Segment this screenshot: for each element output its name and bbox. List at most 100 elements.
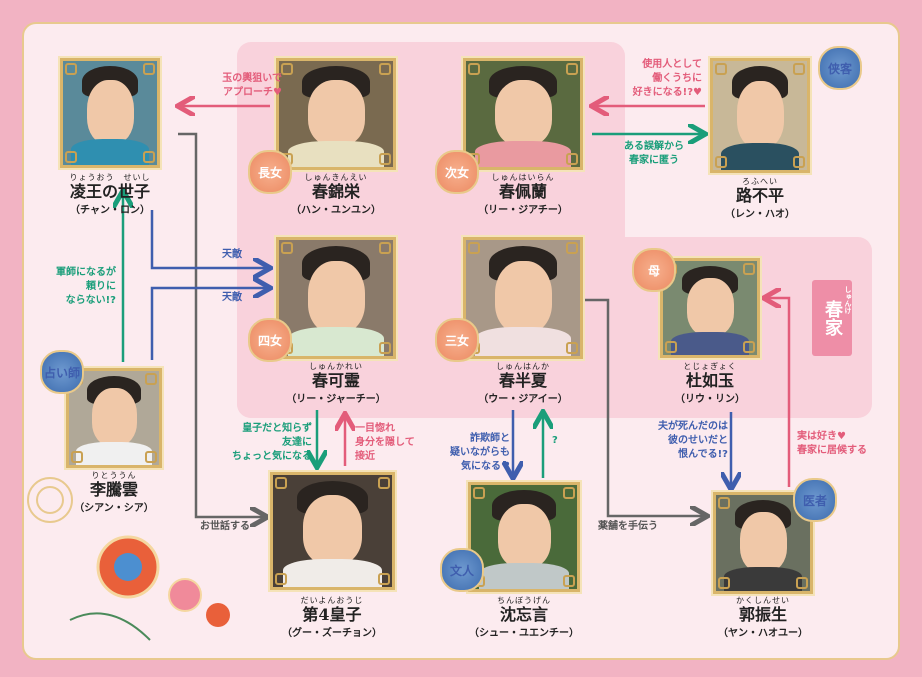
actor-name: （シアン・シア）: [74, 503, 154, 514]
face-shape: [739, 512, 787, 572]
clothing-shape: [670, 331, 750, 355]
name-block-karei: しゅんかれい 春可霊 （リー・ジャーチー）: [266, 361, 406, 405]
relation-label: 使用人として 働くうちに 好きになる!?♥: [632, 59, 702, 98]
photo-rofuhei: [710, 58, 810, 173]
corner-knot-icon: [281, 63, 293, 75]
relation-label: 天敵: [222, 249, 242, 260]
role-badge-hairan: 次女: [435, 150, 479, 194]
name-ruby: だいよんおうじ: [300, 596, 364, 605]
relation-label: 薬舗を手伝う: [598, 521, 658, 532]
face-shape: [494, 260, 552, 333]
actor-name: （リウ・リン）: [675, 394, 745, 405]
photo-kinei: [276, 58, 396, 170]
corner-knot-icon: [71, 451, 83, 463]
arrow-hanka-to-kakushinsei: [584, 298, 705, 516]
clothing-shape: [288, 140, 384, 167]
photo-hanka: [463, 237, 583, 359]
clothing-shape: [475, 140, 571, 167]
photo-ryouou: [60, 58, 160, 168]
family-label: 春家 しゅんけ: [812, 280, 853, 356]
corner-knot-icon: [563, 487, 575, 499]
corner-knot-icon: [793, 63, 805, 75]
name-ruby: ちんぼうげん: [497, 596, 551, 605]
corner-knot-icon: [65, 151, 77, 163]
clothing-shape: [288, 327, 384, 356]
name-ruby: しゅんはいらん: [491, 173, 555, 182]
actor-name: （ヤン・ハオユー）: [718, 628, 808, 639]
corner-knot-icon: [468, 242, 480, 254]
relation-label: 玉の輿狙いで アプローチ♥: [222, 73, 282, 98]
character-name: 第4皇子: [302, 605, 362, 624]
face-shape: [736, 80, 784, 149]
photo-tojogyoku: [660, 258, 760, 358]
name-ruby: とじょぎょく: [683, 362, 737, 371]
actor-name: （グー・ズーチョン）: [282, 628, 382, 639]
name-block-ritouun: りとううん 李騰雲 （シアン・シア）: [44, 470, 184, 514]
arrow-kakushinsei-to-tojogyoku: [766, 298, 791, 487]
role-badge-ritouun: 占い師: [40, 350, 84, 394]
relation-label: 一目惚れ 身分を隠して 接近: [355, 423, 415, 462]
relation-label: お世話する: [200, 521, 250, 532]
clothing-shape: [475, 327, 571, 356]
role-badge-kinei: 長女: [248, 150, 292, 194]
face-shape: [307, 260, 365, 333]
actor-name: （ウー・ジアイー）: [478, 394, 568, 405]
character-name: 凌王の世子: [69, 182, 150, 201]
actor-name: （チャン・ロン）: [70, 205, 150, 216]
clothing-shape: [76, 441, 152, 465]
character-name: 春半夏: [498, 371, 547, 390]
name-block-rofuhei: ろふへい 路不平 （レン・ハオ）: [690, 176, 830, 220]
name-ruby: かくしんせい: [736, 596, 790, 605]
character-name: 春佩蘭: [498, 182, 547, 201]
corner-knot-icon: [275, 477, 287, 489]
corner-knot-icon: [743, 263, 755, 275]
corner-knot-icon: [378, 477, 390, 489]
character-name: 杜如玉: [685, 371, 734, 390]
name-block-hanka: しゅんはんか 春半夏 （ウー・ジアイー）: [453, 361, 593, 405]
relation-label: 軍師になるが 頼りに ならない!?: [56, 267, 116, 306]
corner-knot-icon: [563, 575, 575, 587]
character-name: 沈忘言: [499, 605, 548, 624]
role-badge-hanka: 三女: [435, 318, 479, 362]
photo-daiyon: [270, 472, 395, 590]
clothing-shape: [70, 139, 150, 165]
name-block-hairan: しゅんはいらん 春佩蘭 （リー・ジアチー）: [453, 172, 593, 216]
relation-label: 皇子だと知らず 友達に ちょっと気になる: [232, 423, 312, 462]
corner-knot-icon: [473, 487, 485, 499]
corner-knot-icon: [145, 451, 157, 463]
relation-label: 夫が死んだのは 彼のせいだと 恨んでる!?: [658, 421, 728, 460]
name-block-tojogyoku: とじょぎょく 杜如玉 （リウ・リン）: [640, 361, 780, 405]
corner-knot-icon: [281, 242, 293, 254]
corner-knot-icon: [715, 156, 727, 168]
relation-label: 実は好き♥ 春家に居候する: [797, 431, 867, 456]
arrow-ritouun-to-karei: [150, 288, 268, 360]
relation-label: 詐欺師と 疑いながらも 気になる♥: [450, 433, 510, 472]
actor-name: （リー・ジャーチー）: [286, 394, 386, 405]
corner-knot-icon: [145, 373, 157, 385]
name-block-daiyon: だいよんおうじ 第4皇子 （グー・ズーチョン）: [262, 595, 402, 639]
corner-knot-icon: [566, 242, 578, 254]
face-shape: [307, 80, 365, 146]
name-ruby: しゅんかれい: [309, 362, 363, 371]
role-badge-rofuhei: 侠客: [818, 46, 862, 90]
actor-name: （シュー・ユエンチー）: [469, 628, 579, 639]
clothing-shape: [479, 563, 569, 589]
photo-chinbougen: [468, 482, 580, 592]
family-label-ruby: しゅんけ: [844, 286, 853, 314]
corner-knot-icon: [378, 573, 390, 585]
decorative-flowers: [27, 477, 230, 641]
name-ruby: しゅんはんか: [496, 362, 550, 371]
character-name: 郭振生: [738, 605, 787, 624]
corner-knot-icon: [743, 341, 755, 353]
name-block-chinbougen: ちんぼうげん 沈忘言 （シュー・ユエンチー）: [454, 595, 594, 639]
character-name: 李騰雲: [89, 480, 138, 499]
name-ruby: りとううん: [91, 471, 137, 480]
relation-label: 天敵: [222, 292, 242, 303]
relation-label: ?: [552, 435, 558, 446]
corner-knot-icon: [566, 153, 578, 165]
corner-knot-icon: [566, 63, 578, 75]
corner-knot-icon: [566, 342, 578, 354]
corner-knot-icon: [796, 577, 808, 589]
arrow-ryouou-to-karei: [150, 210, 268, 268]
